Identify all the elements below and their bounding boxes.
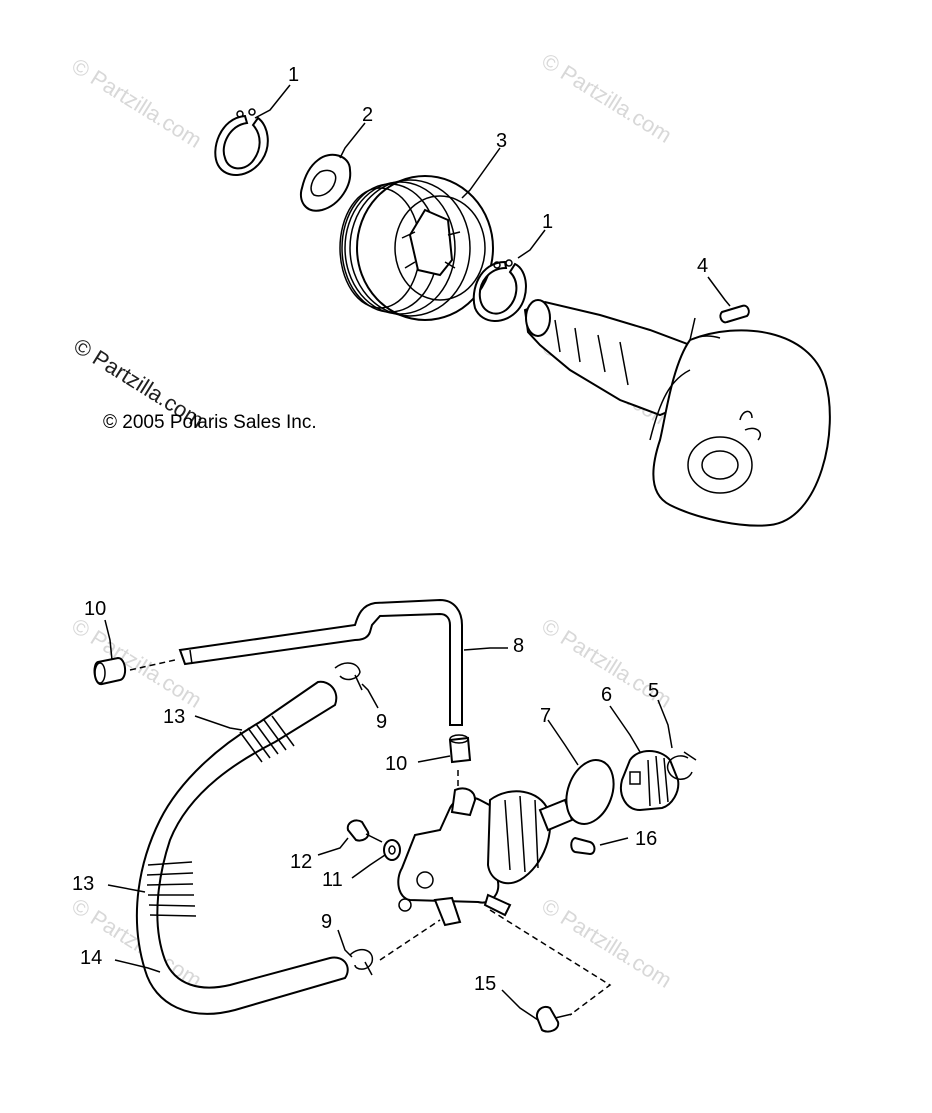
part-9-clip-b: [349, 948, 374, 976]
callout-13b: 13: [72, 873, 94, 895]
part-7-oring: [565, 759, 615, 825]
part-1-circlip-b: [472, 259, 527, 322]
part-8-hose: [178, 598, 463, 726]
part-1-circlip-a: [214, 108, 269, 176]
crankshaft-flywheel: [523, 299, 831, 527]
part-13-ribs-a: [239, 715, 295, 763]
watermark-2: © Partzilla.com: [537, 48, 676, 148]
callout-1a: 1: [288, 64, 299, 86]
part-5-clip: [666, 751, 697, 780]
part-3-gear-pulley: [339, 175, 494, 321]
part-15-bolt: [536, 1006, 573, 1033]
callout-6: 6: [601, 684, 612, 706]
callout-16: 16: [635, 828, 657, 850]
callout-11: 11: [322, 869, 343, 891]
callout-9a: 9: [376, 711, 387, 733]
part-10-ferrule-b: [448, 734, 472, 764]
callout-9b: 9: [321, 911, 332, 933]
part-6-gear: [620, 750, 680, 812]
callouts-lower: 10 8 9 13 10 7 6 5 16 12 11 13 9 14 15: [72, 598, 659, 995]
callout-13a: 13: [163, 706, 185, 728]
part-9-clip-a: [334, 662, 363, 691]
callout-7: 7: [540, 705, 551, 727]
callouts-upper: 1 2 3 1 4: [288, 64, 708, 277]
callout-8: 8: [513, 635, 524, 657]
copyright-text: © 2005 Polaris Sales Inc.: [103, 412, 317, 433]
oil-pump-body: [397, 787, 574, 927]
part-16-pin: [570, 836, 596, 856]
callout-14: 14: [80, 947, 102, 969]
part-10-ferrule-a: [93, 656, 126, 685]
callout-4: 4: [697, 255, 708, 277]
part-12-screw: [346, 819, 383, 843]
leader-lines-lower: [104, 619, 673, 1021]
callout-15: 15: [474, 973, 496, 995]
callout-5: 5: [648, 680, 659, 702]
callout-12: 12: [290, 851, 312, 873]
callout-10a: 10: [84, 598, 106, 620]
callout-10b: 10: [385, 753, 407, 775]
watermark-7: © Partzilla.com: [537, 893, 676, 993]
part-14-hose: [135, 680, 349, 1015]
part-4-pin: [719, 304, 750, 324]
part-2-plate: [300, 153, 352, 212]
callout-2: 2: [362, 104, 373, 126]
watermark-1: © Partzilla.com: [67, 53, 206, 153]
callout-1b: 1: [542, 211, 553, 233]
part-13-ribs-b: [146, 861, 197, 917]
assembly-lines: [129, 659, 612, 1016]
leader-lines-upper: [254, 84, 731, 307]
part-11-washer: [383, 839, 401, 861]
callout-3: 3: [496, 130, 507, 152]
